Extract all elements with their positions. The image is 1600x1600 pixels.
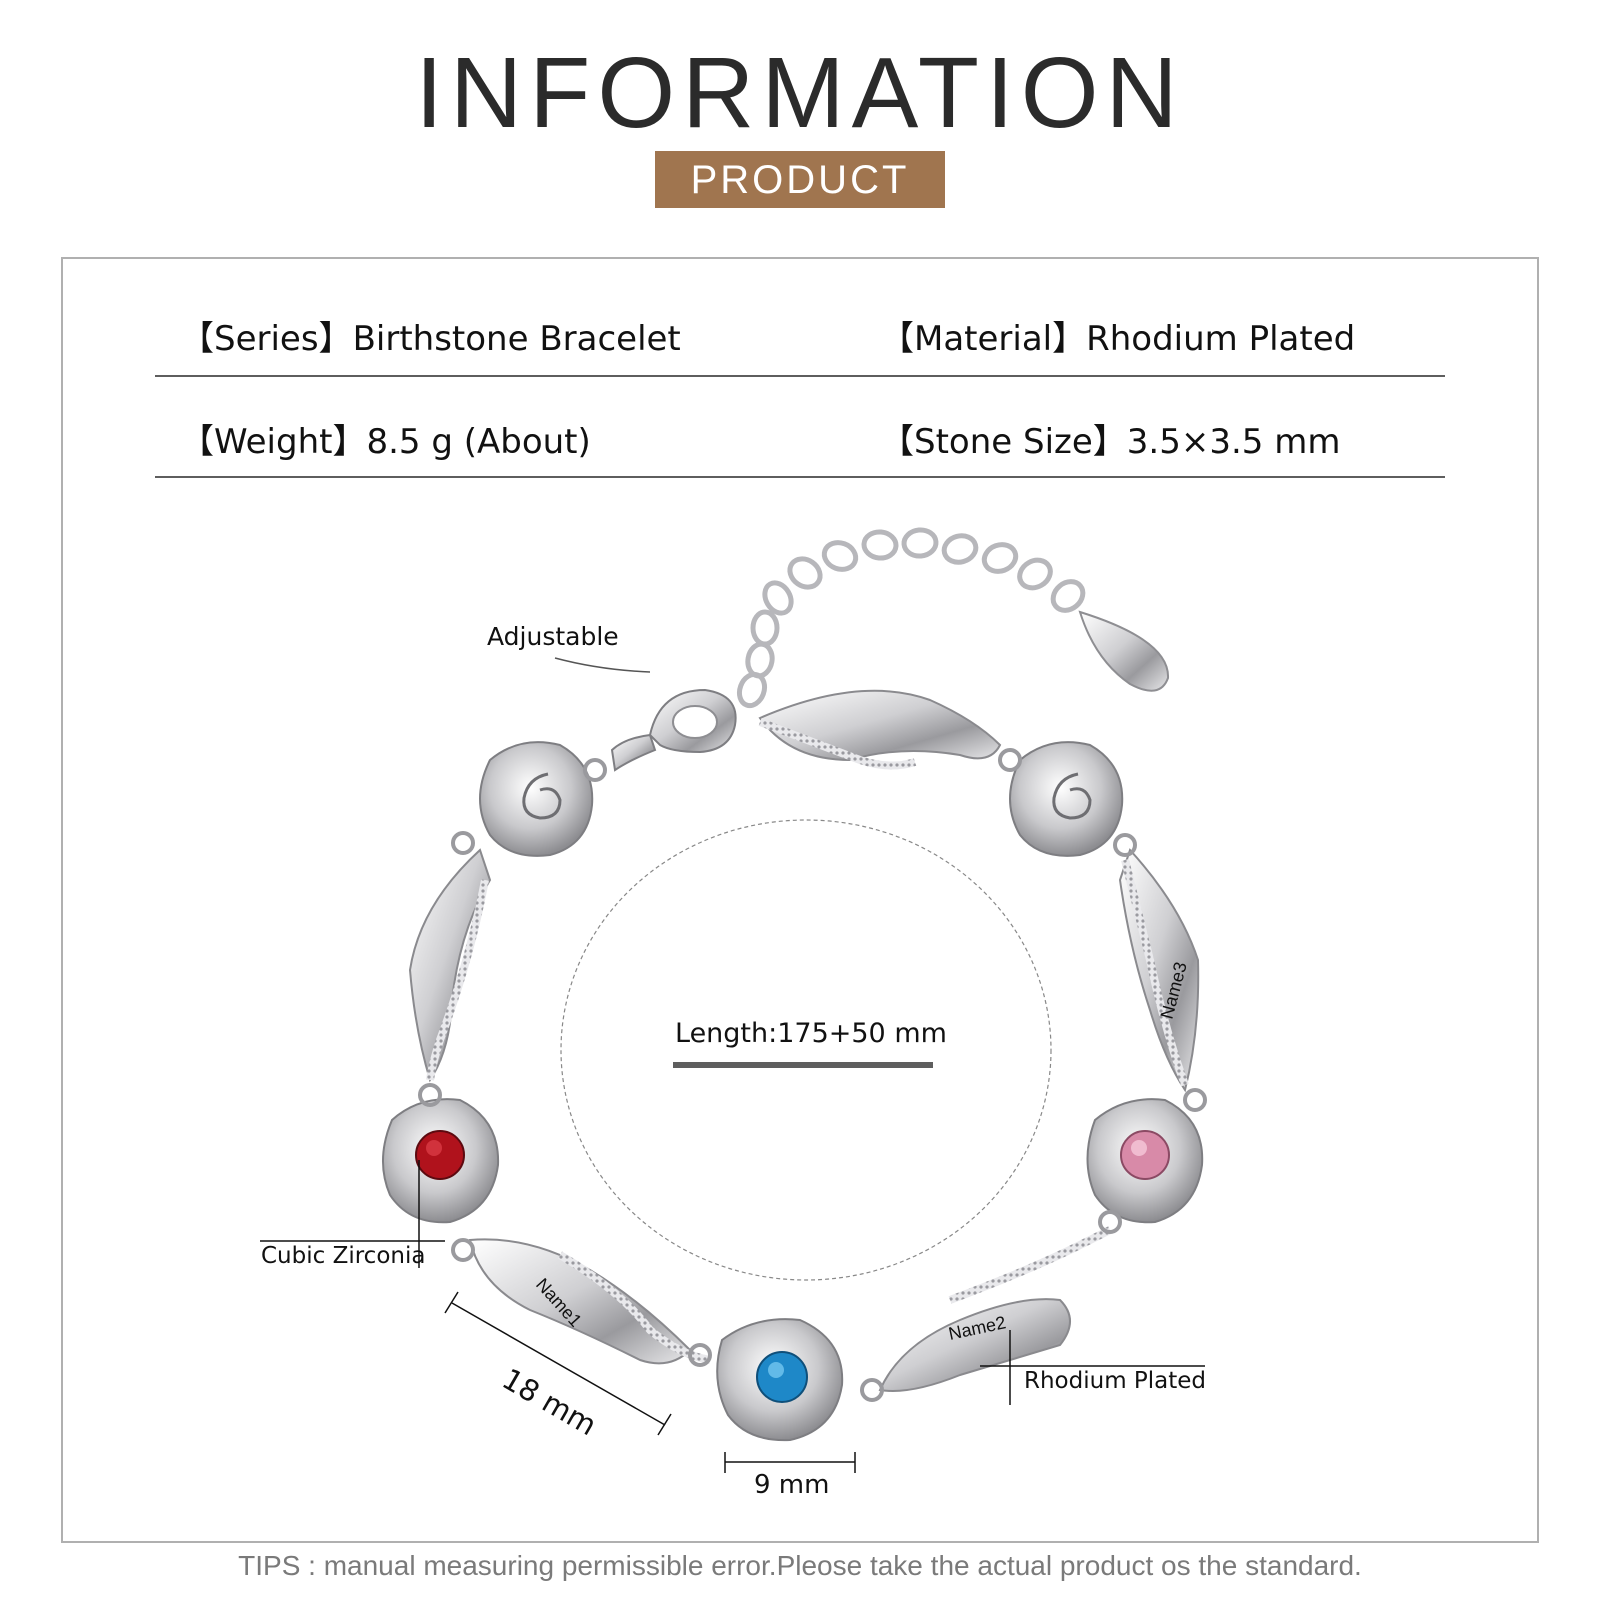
info-frame — [61, 257, 1539, 1543]
spec-material-value: Rhodium Plated — [1086, 319, 1356, 359]
lobster-clasp — [610, 688, 737, 772]
spec-series-value: Birthstone Bracelet — [352, 319, 681, 359]
page-title: INFORMATION — [415, 37, 1185, 149]
rhodium-plated-label: Rhodium Plated — [1024, 1368, 1207, 1394]
blue-gemstone — [756, 1351, 808, 1403]
extender-chain — [736, 527, 1086, 709]
spec-weight-label: 【Weight】 — [180, 422, 367, 462]
adjustable-pointer — [554, 657, 651, 673]
cubic-zirconia-label: Cubic Zirconia — [261, 1243, 426, 1269]
spec-series-label: 【Series】 — [180, 319, 353, 359]
rose-charm-top-left — [479, 741, 594, 857]
spec-weight-value: 8.5 g (About) — [366, 422, 591, 462]
dimension-18mm-label: 18 mm — [497, 1362, 603, 1443]
jump-rings — [418, 748, 1207, 1402]
rose-charm-top-right — [1009, 741, 1124, 857]
length-underline — [673, 1062, 933, 1068]
length-label: Length:175+50 mm — [675, 1018, 947, 1049]
spec-series: 【Series】Birthstone Bracelet — [180, 319, 681, 359]
adjustable-label: Adjustable — [487, 622, 619, 651]
rose-charm-pink-stone — [1086, 1098, 1204, 1224]
infinity-links — [408, 689, 1200, 1392]
spec-stone-size-value: 3.5×3.5 mm — [1126, 422, 1341, 462]
spec-stone-size-label: 【Stone Size】 — [880, 422, 1127, 462]
pink-gemstone — [1120, 1130, 1170, 1180]
spec-material-label: 【Material】 — [880, 319, 1087, 359]
red-gemstone — [415, 1130, 465, 1180]
spec-stone-size: 【Stone Size】3.5×3.5 mm — [880, 422, 1340, 462]
wrist-guide-circle — [560, 819, 1052, 1281]
drop-tag — [1078, 610, 1170, 692]
spec-divider — [155, 476, 1445, 478]
spec-divider — [155, 375, 1445, 377]
tips-footer: TIPS : manual measuring permissible erro… — [238, 1550, 1362, 1581]
spec-weight: 【Weight】8.5 g (About) — [180, 422, 591, 462]
rose-charm-red-stone — [381, 1098, 500, 1224]
rose-charm-blue-stone — [716, 1318, 844, 1442]
dimension-9mm-label: 9 mm — [754, 1470, 830, 1500]
spec-material: 【Material】Rhodium Plated — [880, 319, 1355, 359]
dimension-18mm-line — [451, 1302, 666, 1426]
product-badge: PRODUCT — [655, 151, 945, 208]
